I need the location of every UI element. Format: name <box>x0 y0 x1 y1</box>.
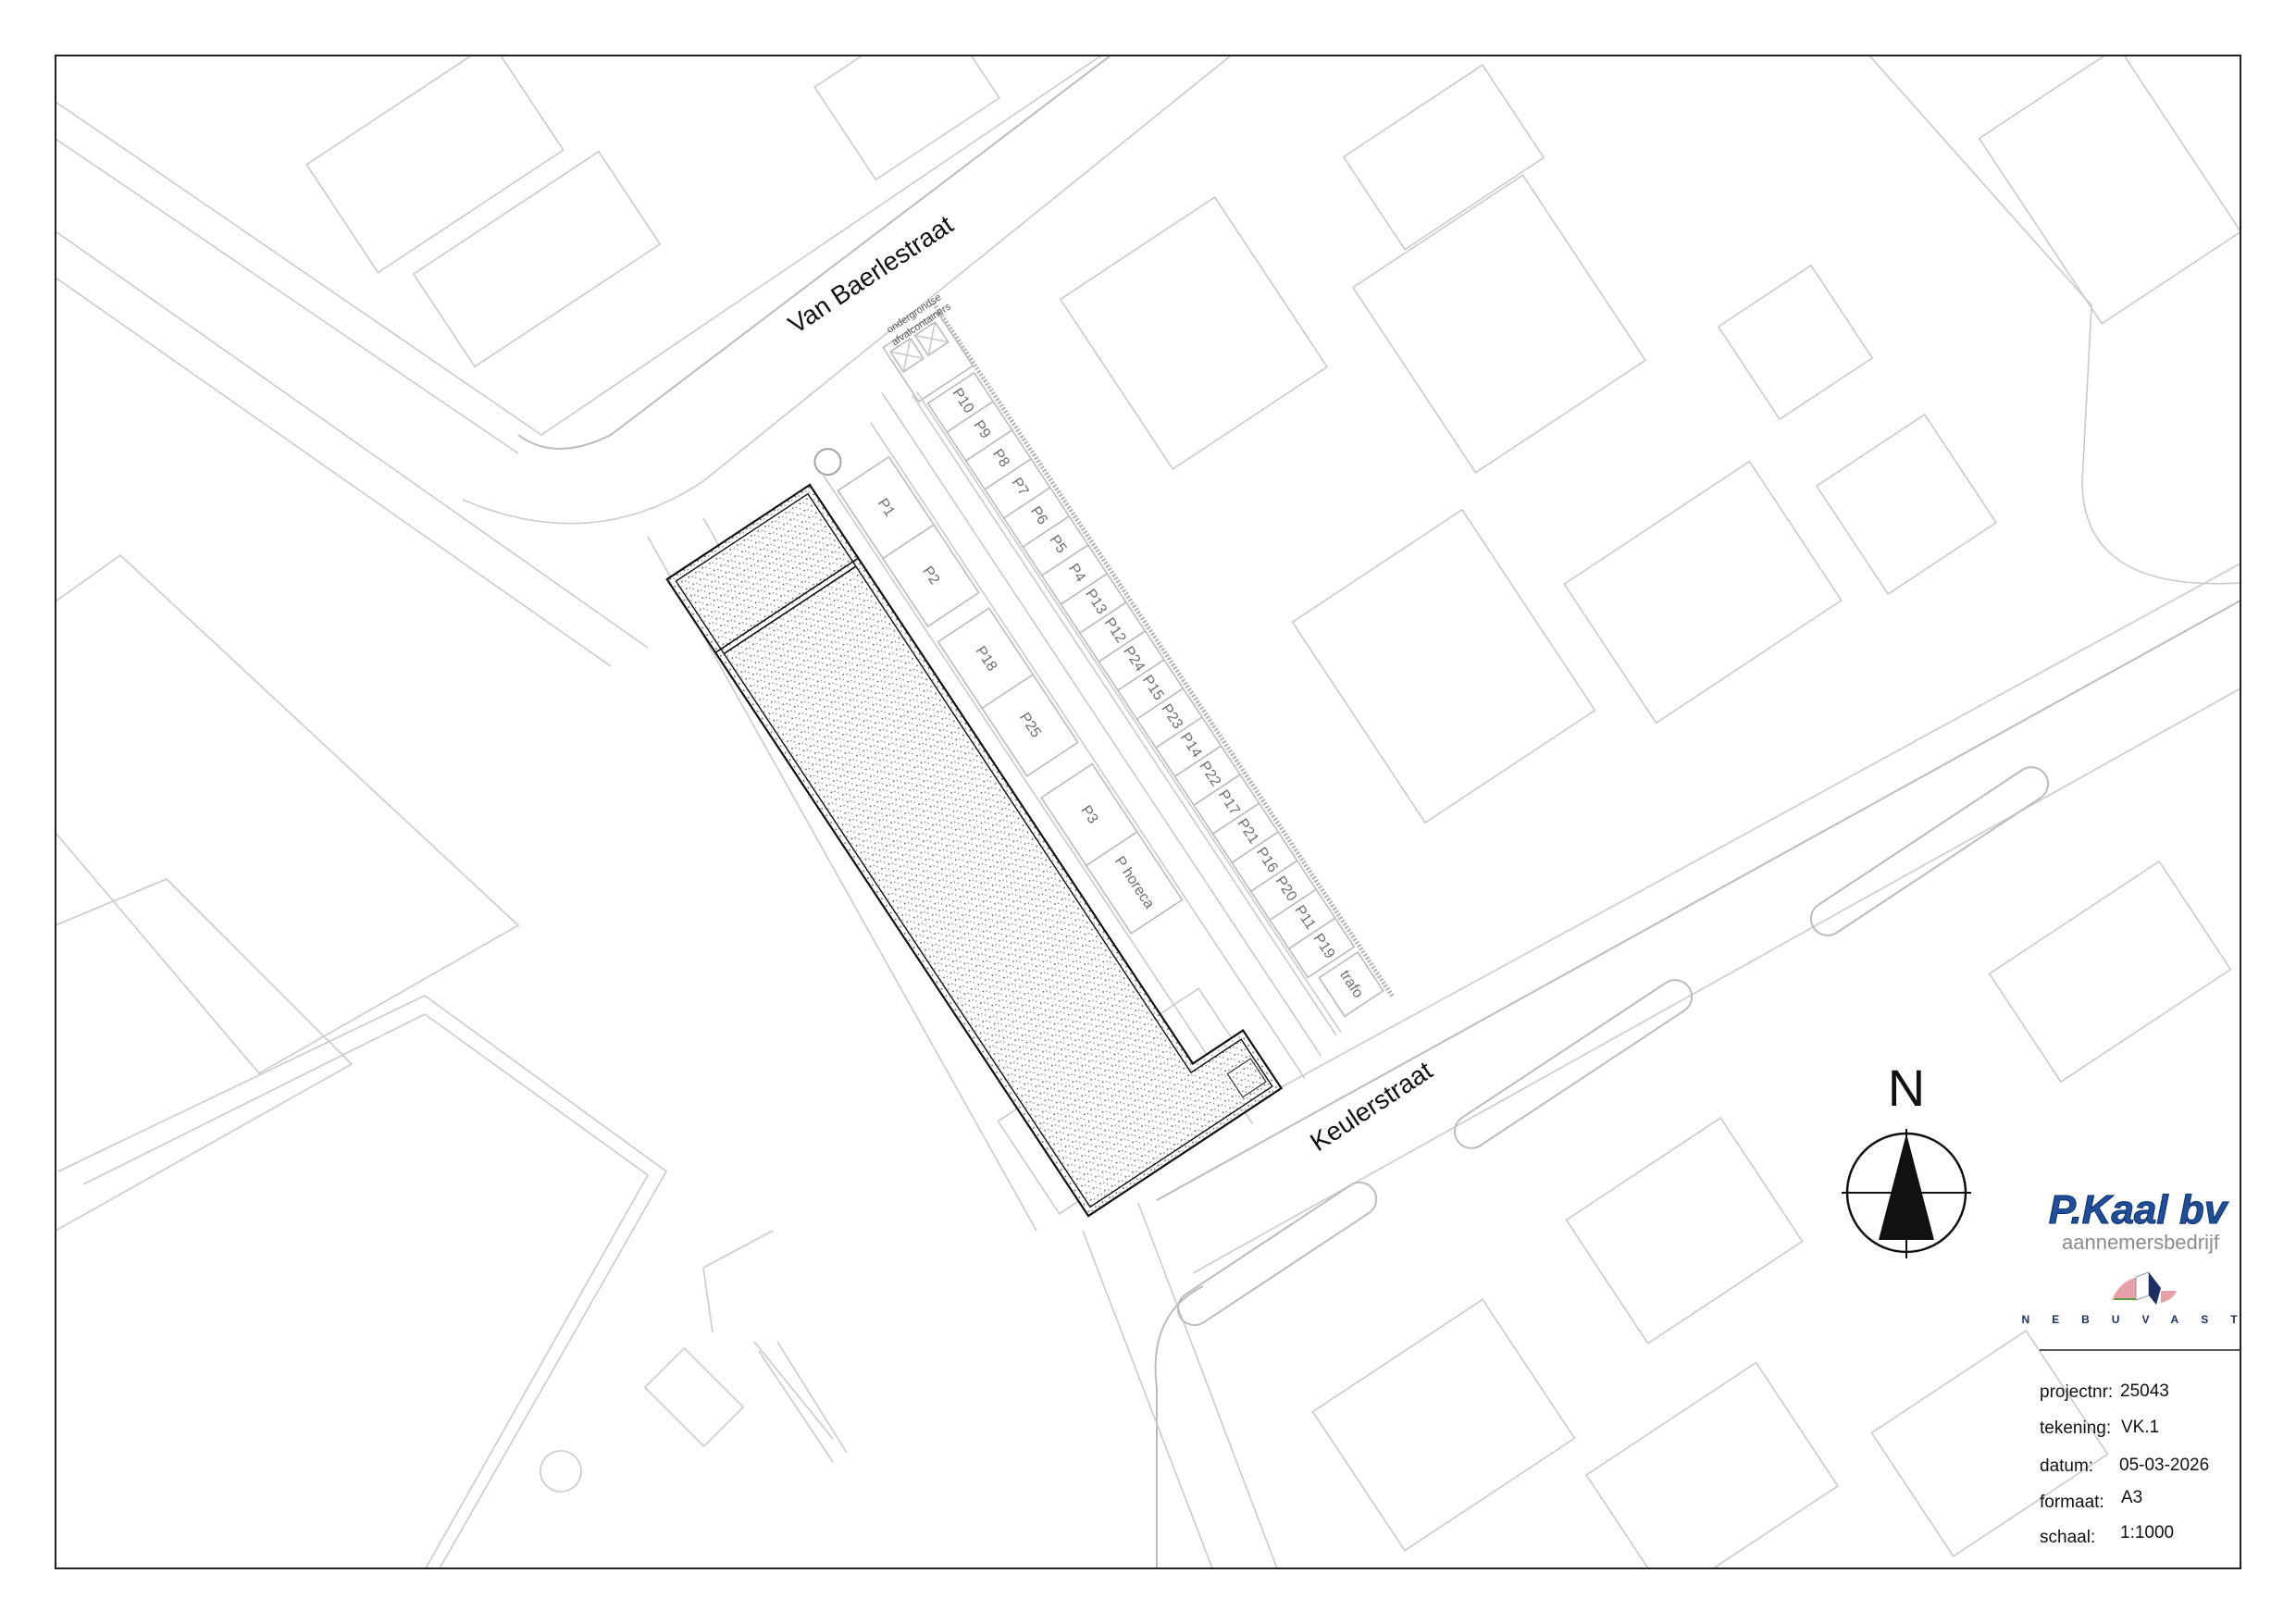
parking-spot <box>1287 917 1356 979</box>
parking-spot <box>981 673 1079 777</box>
datum-label: datum: <box>2040 1456 2093 1476</box>
tree-symbol <box>813 448 842 477</box>
parking-spot <box>881 524 980 628</box>
context-lines <box>56 56 2240 1568</box>
tekening-label: tekening: <box>2040 1419 2111 1438</box>
formaat-value: A3 <box>2121 1488 2142 1507</box>
tekening-value: VK.1 <box>2121 1418 2159 1437</box>
building-footprint <box>665 483 1284 1218</box>
parking-row-east: P10P9P8P7P6P5P4P13P12P24P15P23P14P22P17P… <box>926 371 1356 979</box>
transformer-station: trafo <box>1318 950 1384 1018</box>
schaal-label: schaal: <box>2040 1528 2095 1547</box>
underground-containers <box>882 310 974 403</box>
north-arrow-icon <box>1879 1134 1934 1240</box>
drawing-frame <box>55 55 2241 1569</box>
title-block: P.Kaal bv aannemersbedrijf NEBUVAST proj… <box>2021 1187 2259 1547</box>
project-site: P10P9P8P7P6P5P4P13P12P24P15P23P14P22P17P… <box>665 302 1396 1218</box>
datum-value: 05-03-2026 <box>2119 1456 2209 1475</box>
projectnr-label: projectnr: <box>2040 1382 2113 1402</box>
partner-logo-text: NEBUVAST <box>2021 1313 2259 1326</box>
nebuvast-logo-icon <box>2112 1271 2177 1305</box>
schaal-value: 1:1000 <box>2120 1523 2174 1542</box>
north-arrow-label: N <box>1888 1059 1925 1117</box>
north-arrow: N <box>1842 1059 1971 1258</box>
formaat-label: formaat: <box>2040 1493 2104 1512</box>
projectnr-value: 25043 <box>2120 1381 2169 1401</box>
parking-spot <box>1085 830 1184 935</box>
contractor-logo: P.Kaal bv <box>2049 1187 2229 1233</box>
contractor-logo-subtitle: aannemersbedrijf <box>2062 1231 2220 1254</box>
